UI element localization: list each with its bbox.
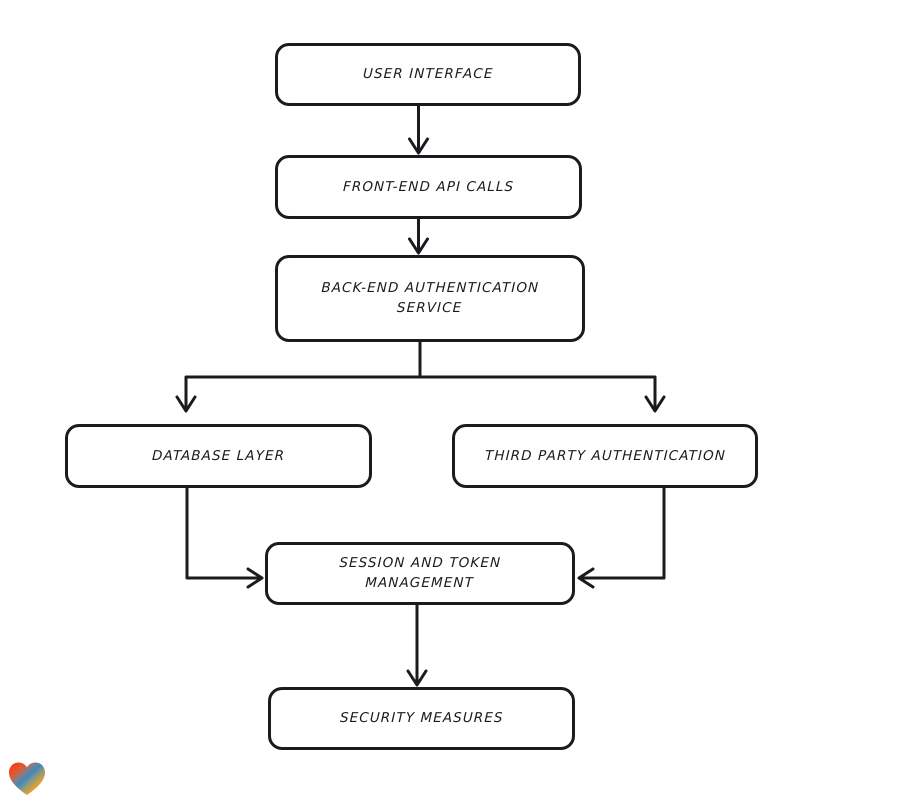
node-security-measures-label: SECURITY MEASURES: [339, 710, 504, 727]
node-user-interface[interactable]: USER INTERFACE: [275, 43, 581, 106]
edge-user-interface-to-frontend-api: [408, 104, 429, 155]
edge-database-layer-to-session-token: [185, 486, 264, 589]
heart-icon: [9, 762, 45, 795]
edge-backend-auth-to-database-layer: [175, 375, 422, 413]
node-security-measures[interactable]: SECURITY MEASURES: [268, 687, 575, 750]
edge-session-token-to-security-measures: [406, 603, 428, 687]
node-third-party-authentication-label: THIRD PARTY AUTHENTICATION: [484, 447, 726, 464]
node-database-layer[interactable]: DATABASE LAYER: [65, 424, 372, 488]
node-backend-authentication-service[interactable]: BACK-END AUTHENTICATION SERVICE: [275, 255, 585, 342]
node-session-and-token-management-label: SESSION AND TOKEN MANAGEMENT: [339, 555, 502, 592]
edge-frontend-api-to-backend-auth: [408, 217, 429, 255]
edge-third-party-auth-to-session-token: [577, 486, 666, 589]
node-session-and-token-management[interactable]: SESSION AND TOKEN MANAGEMENT: [265, 542, 575, 605]
node-backend-authentication-service-label: BACK-END AUTHENTICATION SERVICE: [321, 280, 540, 317]
node-third-party-authentication[interactable]: THIRD PARTY AUTHENTICATION: [452, 424, 758, 488]
node-frontend-api-calls[interactable]: FRONT-END API CALLS: [275, 155, 582, 219]
edge-backend-auth-to-third-party-auth: [418, 375, 666, 413]
node-frontend-api-calls-label: FRONT-END API CALLS: [342, 178, 515, 195]
node-user-interface-label: USER INTERFACE: [362, 66, 494, 83]
node-database-layer-label: DATABASE LAYER: [151, 447, 286, 464]
